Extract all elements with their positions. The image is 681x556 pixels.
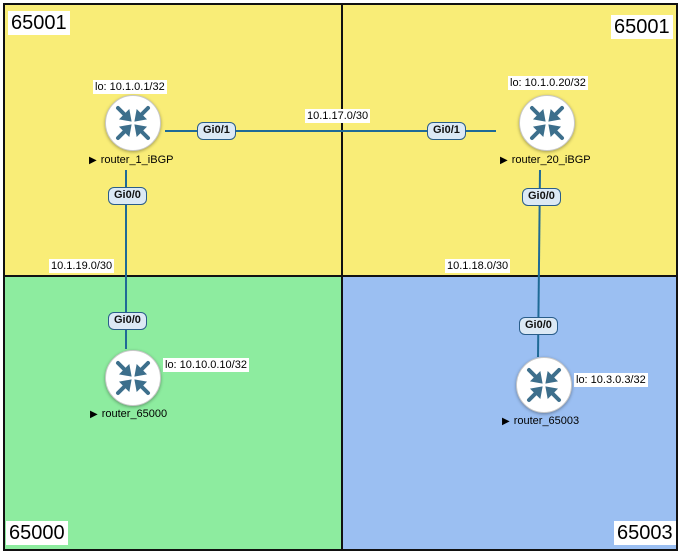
interface-badge-r1-gi0-1[interactable]: Gi0/1 [197, 122, 236, 140]
as-label-top-right: 65001 [611, 15, 673, 39]
router-node-r65003[interactable] [516, 357, 572, 413]
router-name-r65000[interactable]: ▶router_65000 [90, 407, 167, 422]
interface-badge-r20-gi0-1[interactable]: Gi0/1 [427, 122, 466, 140]
expand-triangle-icon[interactable]: ▶ [502, 416, 510, 427]
loopback-label-r65000: lo: 10.10.0.10/32 [163, 358, 249, 372]
as-zone-top-right [341, 3, 678, 277]
as-zone-bottom-left [3, 275, 343, 551]
router-name-label: router_1_iBGP [100, 154, 174, 166]
router-name-r20[interactable]: ▶router_20_iBGP [500, 153, 591, 168]
router-icon [530, 106, 564, 140]
subnet-label-r1-r20: 10.1.17.0/30 [305, 109, 371, 123]
router-name-label: router_20_iBGP [511, 154, 591, 166]
as-zone-top-left [3, 3, 343, 277]
as-zone-bottom-right [341, 275, 678, 551]
router-name-label: router_65003 [513, 415, 580, 427]
router-node-r20[interactable] [519, 95, 575, 151]
router-icon [527, 368, 561, 402]
router-node-r65000[interactable] [105, 350, 161, 406]
interface-badge-r20-gi0-0[interactable]: Gi0/0 [522, 188, 561, 206]
router-name-label: router_65000 [101, 408, 168, 420]
router-icon [116, 106, 150, 140]
expand-triangle-icon[interactable]: ▶ [89, 155, 97, 166]
subnet-label-r20-r65003: 10.1.18.0/30 [445, 259, 511, 273]
loopback-label-r65003: lo: 10.3.0.3/32 [574, 373, 648, 387]
interface-badge-r1-gi0-0[interactable]: Gi0/0 [108, 187, 147, 205]
as-label-top-left: 65001 [8, 11, 70, 35]
subnet-label-r1-r65000: 10.1.19.0/30 [49, 259, 115, 273]
expand-triangle-icon[interactable]: ▶ [90, 409, 98, 420]
interface-badge-r65003-gi0-0[interactable]: Gi0/0 [519, 317, 558, 335]
as-label-bottom-left: 65000 [6, 521, 68, 545]
loopback-label-r1: lo: 10.1.0.1/32 [93, 80, 167, 94]
as-label-bottom-right: 65003 [614, 521, 676, 545]
router-icon [116, 361, 150, 395]
loopback-label-r20: lo: 10.1.0.20/32 [508, 76, 588, 90]
interface-badge-r65000-gi0-0[interactable]: Gi0/0 [108, 312, 147, 330]
router-name-r1[interactable]: ▶router_1_iBGP [89, 153, 173, 168]
expand-triangle-icon[interactable]: ▶ [500, 155, 508, 166]
router-node-r1[interactable] [105, 95, 161, 151]
router-name-r65003[interactable]: ▶router_65003 [502, 414, 579, 429]
